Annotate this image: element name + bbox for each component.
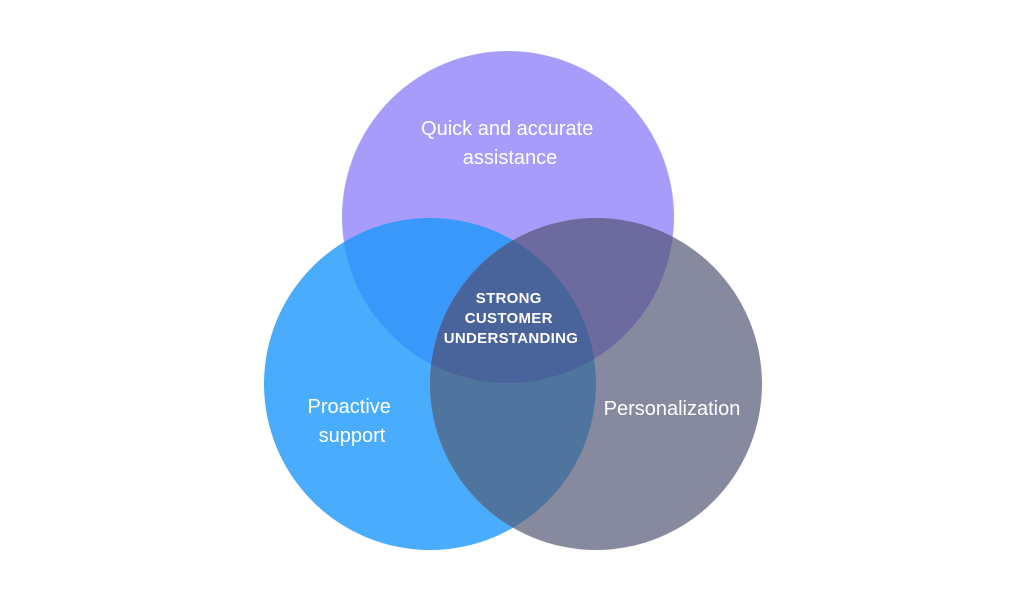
- overlap-all-three: [430, 218, 596, 383]
- label-proactive-support: Proactive support: [308, 396, 397, 447]
- label-quick-accurate-assistance: Quick and accurate assistance: [421, 118, 599, 169]
- label-personalization: Personalization: [604, 398, 741, 420]
- label-line: assistance: [463, 147, 558, 169]
- label-line: Personalization: [604, 398, 741, 420]
- label-line: CUSTOMER: [465, 310, 553, 327]
- label-line: Quick and accurate: [421, 118, 593, 140]
- label-strong-customer-understanding: STRONG CUSTOMER UNDERSTANDING: [444, 290, 578, 347]
- label-line: STRONG: [476, 290, 542, 307]
- label-line: Proactive: [308, 396, 391, 418]
- label-line: support: [319, 425, 386, 447]
- label-line: UNDERSTANDING: [444, 330, 578, 347]
